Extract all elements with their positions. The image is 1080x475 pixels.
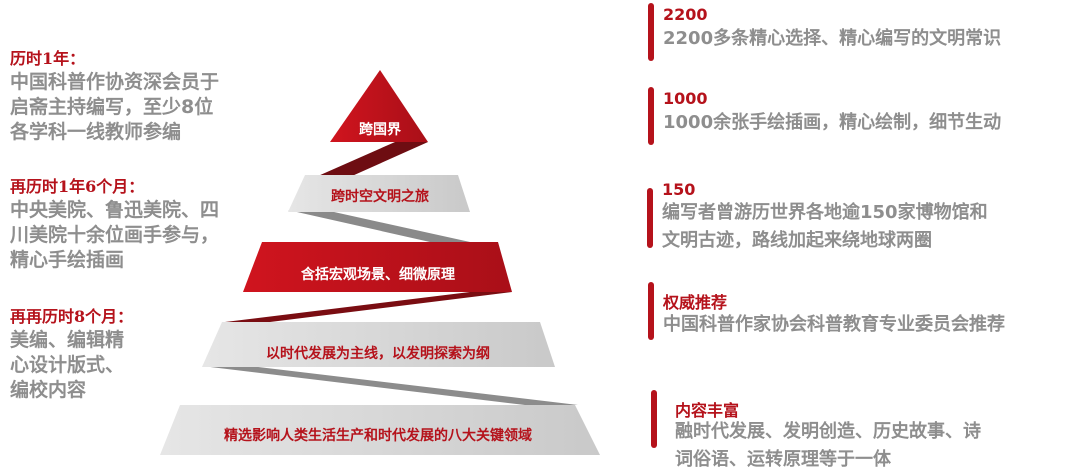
text-line: 1000余张手绘插画，精心绘制，细节生动	[663, 112, 1002, 133]
text-line: 中国科普作协资深会员于	[10, 71, 220, 93]
right-text-3: 编写者曾游历世界各地逾150家博物馆和 文明古迹，路线加起来绕地球两圈	[662, 199, 988, 255]
accent-bar	[648, 282, 654, 340]
tier-4-shape	[202, 322, 555, 367]
right-text-4: 中国科普作家协会科普教育专业委员会推荐	[663, 311, 1005, 339]
accent-bar	[648, 87, 654, 145]
text-line: 文明古迹，路线加起来绕地球两圈	[662, 230, 932, 251]
pyramid-tier-1: 跨国界	[359, 122, 401, 138]
ribbon-4	[202, 366, 578, 405]
text-line: 编校内容	[10, 379, 87, 401]
accent-bar	[647, 188, 653, 248]
text-line: 精心手绘插画	[10, 249, 125, 271]
pyramid-tier-3: 含括宏观场景、细微原理	[301, 267, 455, 283]
right-heading-2: 1000	[663, 89, 708, 108]
ribbon-3	[225, 292, 512, 322]
left-heading-1: 历时1年：	[10, 49, 86, 68]
right-heading-3: 150	[662, 180, 696, 199]
accent-bar	[651, 390, 657, 448]
text-line: 中央美院、鲁迅美院、四	[10, 199, 220, 221]
left-text-2: 中央美院、鲁迅美院、四 川美院十余位画手参与， 精心手绘插画	[10, 198, 219, 273]
text-line: 中国科普作家协会科普教育专业委员会推荐	[663, 314, 1005, 335]
right-heading-1: 2200	[663, 5, 708, 24]
pyramid-tier-5: 精选影响人类生活生产和时代发展的八大关键领域	[224, 428, 532, 444]
left-text-3: 美编、编辑精 心设计版式、 编校内容	[10, 328, 124, 403]
right-text-1: 2200多条精心选择、精心编写的文明常识	[663, 25, 1001, 53]
text-line: 词俗语、运转原理等于一体	[675, 449, 891, 470]
right-heading-5: 内容丰富	[675, 401, 740, 420]
text-line: 2200多条精心选择、精心编写的文明常识	[663, 28, 1002, 49]
tier-5-shape	[160, 405, 600, 455]
ribbon-1	[318, 142, 428, 176]
accent-bar	[648, 3, 654, 61]
right-text-5: 融时代发展、发明创造、历史故事、诗 词俗语、运转原理等于一体	[675, 418, 981, 474]
text-line: 融时代发展、发明创造、历史故事、诗	[675, 421, 981, 442]
right-text-2: 1000余张手绘插画，精心绘制，细节生动	[663, 109, 1001, 137]
text-line: 各学科一线教师参编	[10, 121, 182, 143]
pyramid-tier-4: 以时代发展为主线，以发明探索为纲	[266, 346, 490, 362]
tier-3-shape	[243, 242, 512, 292]
left-heading-3: 再再历时8个月：	[10, 307, 134, 326]
ribbon-2	[288, 210, 470, 242]
text-line: 编写者曾游历世界各地逾150家博物馆和	[662, 202, 988, 223]
pyramid-tier-2: 跨时空文明之旅	[331, 189, 429, 205]
left-text-1: 中国科普作协资深会员于 启斋主持编写，至少8位 各学科一线教师参编	[10, 70, 219, 145]
right-heading-4: 权威推荐	[663, 293, 728, 312]
text-line: 心设计版式、	[10, 354, 125, 376]
text-line: 美编、编辑精	[10, 329, 125, 351]
left-heading-2: 再历时1年6个月：	[10, 177, 145, 196]
text-line: 川美院十余位画手参与，	[10, 224, 220, 246]
tier-2-shape	[288, 175, 470, 212]
text-line: 启斋主持编写，至少8位	[10, 96, 214, 118]
tier-1-shape	[330, 70, 428, 142]
